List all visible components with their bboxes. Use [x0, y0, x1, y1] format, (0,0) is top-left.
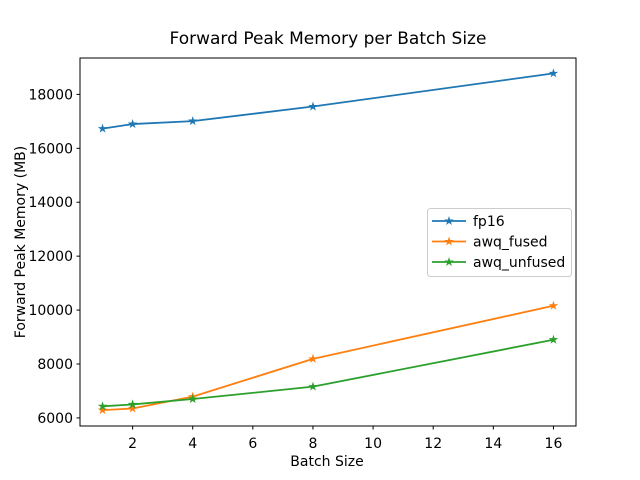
legend-marker-sample	[444, 236, 454, 246]
series-line-fp16	[102, 72, 554, 130]
data-point-awq_fused-x8	[308, 353, 318, 363]
data-point-awq_fused-x16	[548, 300, 559, 310]
series-line-awq_fused	[102, 304, 554, 411]
axis-frame	[79, 57, 577, 427]
x-tick-label: 12	[424, 436, 442, 452]
legend-marker-sample	[444, 257, 454, 267]
data-point-awq_fused-x2	[127, 403, 138, 413]
x-tick-label: 2	[128, 436, 137, 452]
x-tick-label: 6	[248, 436, 257, 452]
legend-entry-awq_fused: awq_fused	[432, 235, 548, 251]
y-tick-label: 18000	[28, 87, 73, 103]
data-point-awq_unfused-x8	[308, 381, 318, 391]
y-tick-label: 14000	[28, 195, 73, 211]
y-tick-label: 10000	[28, 303, 73, 319]
data-point-awq_fused-x1	[97, 405, 108, 415]
data-point-fp16-x4	[187, 116, 198, 126]
data-point-awq_unfused-x16	[548, 334, 559, 344]
legend-box	[427, 208, 572, 277]
data-point-fp16-x8	[308, 101, 318, 111]
series-line-awq_unfused	[102, 338, 554, 408]
data-point-awq_unfused-x1	[97, 401, 108, 411]
series-awq_fused	[97, 300, 559, 415]
series-awq_unfused	[97, 334, 559, 411]
x-tick-label: 14	[484, 436, 502, 452]
chart-title: Forward Peak Memory per Batch Size	[170, 29, 487, 49]
y-tick-label: 16000	[28, 141, 73, 157]
x-tick-label: 10	[364, 436, 382, 452]
y-tick-label: 6000	[37, 411, 73, 427]
data-point-fp16-x2	[127, 119, 138, 129]
legend-label: fp16	[473, 214, 505, 230]
y-tick-label: 8000	[37, 357, 73, 373]
legend-entry-awq_unfused: awq_unfused	[432, 255, 565, 271]
series-fp16	[97, 68, 559, 133]
x-tick-label: 16	[545, 436, 563, 452]
data-point-fp16-x1	[97, 123, 108, 133]
x-tick-label: 8	[309, 436, 318, 452]
y-axis-label: Forward Peak Memory (MB)	[13, 146, 29, 338]
legend-entry-fp16: fp16	[432, 214, 505, 230]
x-axis-label: Batch Size	[290, 454, 363, 470]
legend-marker-sample	[444, 216, 454, 226]
legend-label: awq_unfused	[473, 255, 565, 271]
data-point-fp16-x16	[548, 68, 559, 78]
plot-area: 2 4 6 8 10 12 14 16 6000 8000 10000 12000 14000 16000…	[28, 57, 577, 452]
legend-label: awq_fused	[473, 235, 548, 251]
data-point-awq_unfused-x4	[187, 394, 198, 404]
y-tick-label: 12000	[28, 249, 73, 265]
data-point-awq_unfused-x2	[127, 399, 138, 409]
legend: fp16 awq_fused awq_unfused	[427, 208, 572, 277]
x-tick-label: 4	[188, 436, 197, 452]
